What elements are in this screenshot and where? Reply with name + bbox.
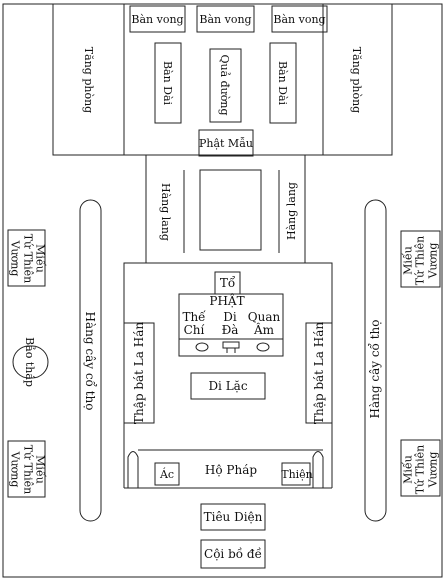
tieu-dien-box	[200, 503, 266, 531]
the-chi-line2: Chí	[183, 323, 205, 337]
bao-thap-label: Bảo tháp	[23, 337, 37, 387]
tang-phong-left-label: Tăng phòng	[82, 46, 96, 114]
ac-box	[154, 462, 180, 486]
thien-label: Thiện	[281, 467, 313, 481]
qua-duong-box	[209, 48, 242, 123]
mieu-right-top-label: Miếu Tứ Thiên Vương	[402, 233, 441, 289]
di-da-line1: Di	[223, 309, 237, 324]
mieu-right-bottom-box	[400, 439, 441, 497]
phat-mau-label: Phật Mẫu	[198, 136, 254, 150]
quan-am-line2: Âm	[253, 323, 275, 337]
qua-duong-label: Quả đường	[218, 54, 232, 116]
bao-thap-shape	[12, 345, 49, 379]
quan-am-label: Quan Âm	[246, 309, 282, 339]
coi-bo-de-box	[200, 539, 266, 569]
altar-bowl-right	[256, 342, 270, 352]
phat-altar-box	[178, 293, 284, 357]
thap-bat-la-han-right-box	[305, 322, 333, 424]
quan-am-line1: Quan	[247, 309, 281, 324]
tree-row-right	[364, 199, 387, 522]
the-chi-label: Thế Chí	[180, 309, 208, 339]
ban-dai-right-label: Bàn Dài	[276, 60, 290, 106]
thap-bat-la-han-right-label: Thập bát La Hán	[312, 321, 326, 425]
tree-row-left	[79, 199, 102, 522]
phat-mau-box	[198, 129, 254, 157]
hang-lang-right-label: Hàng lang	[284, 182, 298, 240]
mieu-label-line3: Vương	[426, 242, 440, 279]
di-lac-box	[190, 372, 266, 400]
ac-label: Ác	[159, 467, 175, 481]
mieu-label-line2: Tứ Thiên	[413, 235, 427, 286]
hang-lang-left-label: Hàng lang	[159, 183, 173, 241]
mieu-left-top-label: Miếu Tứ Thiên Vương	[9, 231, 46, 287]
ban-vong-left-label: Bàn vong	[131, 12, 184, 26]
ban-vong-right-box	[271, 5, 328, 33]
gate-pillar-left	[127, 451, 139, 488]
mieu-label-line1: Miếu	[33, 244, 47, 273]
ban-vong-mid-box	[196, 5, 255, 33]
to-label: Tổ	[219, 276, 236, 290]
ho-phap-label: Hộ Pháp	[204, 463, 258, 477]
di-da-label: Di Đà	[216, 309, 244, 339]
phat-label: PHẬT	[209, 294, 245, 308]
ban-dai-right-box	[269, 42, 297, 124]
mieu-left-bottom-box	[7, 440, 46, 498]
ban-vong-left-box	[129, 5, 186, 33]
altar-table	[222, 341, 240, 349]
the-chi-line1: Thế	[182, 309, 206, 324]
thap-bat-la-han-left-label: Thập bát La Hán	[132, 321, 146, 425]
altar-bowl-left	[195, 342, 209, 352]
tang-phong-right-label: Tăng phòng	[350, 46, 364, 114]
mieu-label-line3: Vương	[8, 240, 22, 277]
mieu-left-top-box	[7, 229, 46, 287]
tree-row-right-label: Hàng cây cổ thọ	[368, 319, 382, 419]
di-da-line2: Đà	[221, 323, 239, 337]
mieu-label-line2: Tứ Thiên	[21, 444, 35, 495]
tree-row-left-label: Hàng cây cổ thọ	[83, 311, 97, 411]
mieu-label-line2: Tứ Thiên	[413, 444, 427, 495]
mieu-left-bottom-label: Miếu Tứ Thiên Vương	[9, 442, 46, 498]
mieu-right-bottom-label: Miếu Tứ Thiên Vương	[402, 442, 441, 498]
ban-dai-left-label: Bàn Dài	[161, 60, 175, 106]
coi-bo-de-label: Cội bồ đề	[204, 547, 262, 561]
thap-bat-la-han-left-box	[123, 322, 155, 424]
gate-pillar-right	[312, 451, 324, 488]
tieu-dien-label: Tiêu Diện	[203, 510, 263, 524]
ban-dai-left-box	[154, 42, 182, 124]
ban-vong-mid-label: Bàn vong	[199, 12, 252, 26]
di-lac-label: Di Lặc	[208, 379, 248, 393]
central-yard	[199, 169, 262, 251]
mieu-label-line1: Miếu	[33, 455, 47, 484]
mieu-right-top-box	[400, 230, 441, 288]
thien-box	[281, 462, 311, 486]
ban-vong-right-label: Bàn vong	[273, 12, 326, 26]
mieu-label-line2: Tứ Thiên	[21, 233, 35, 284]
mieu-label-line3: Vương	[8, 451, 22, 488]
mieu-label-line3: Vương	[426, 451, 440, 488]
